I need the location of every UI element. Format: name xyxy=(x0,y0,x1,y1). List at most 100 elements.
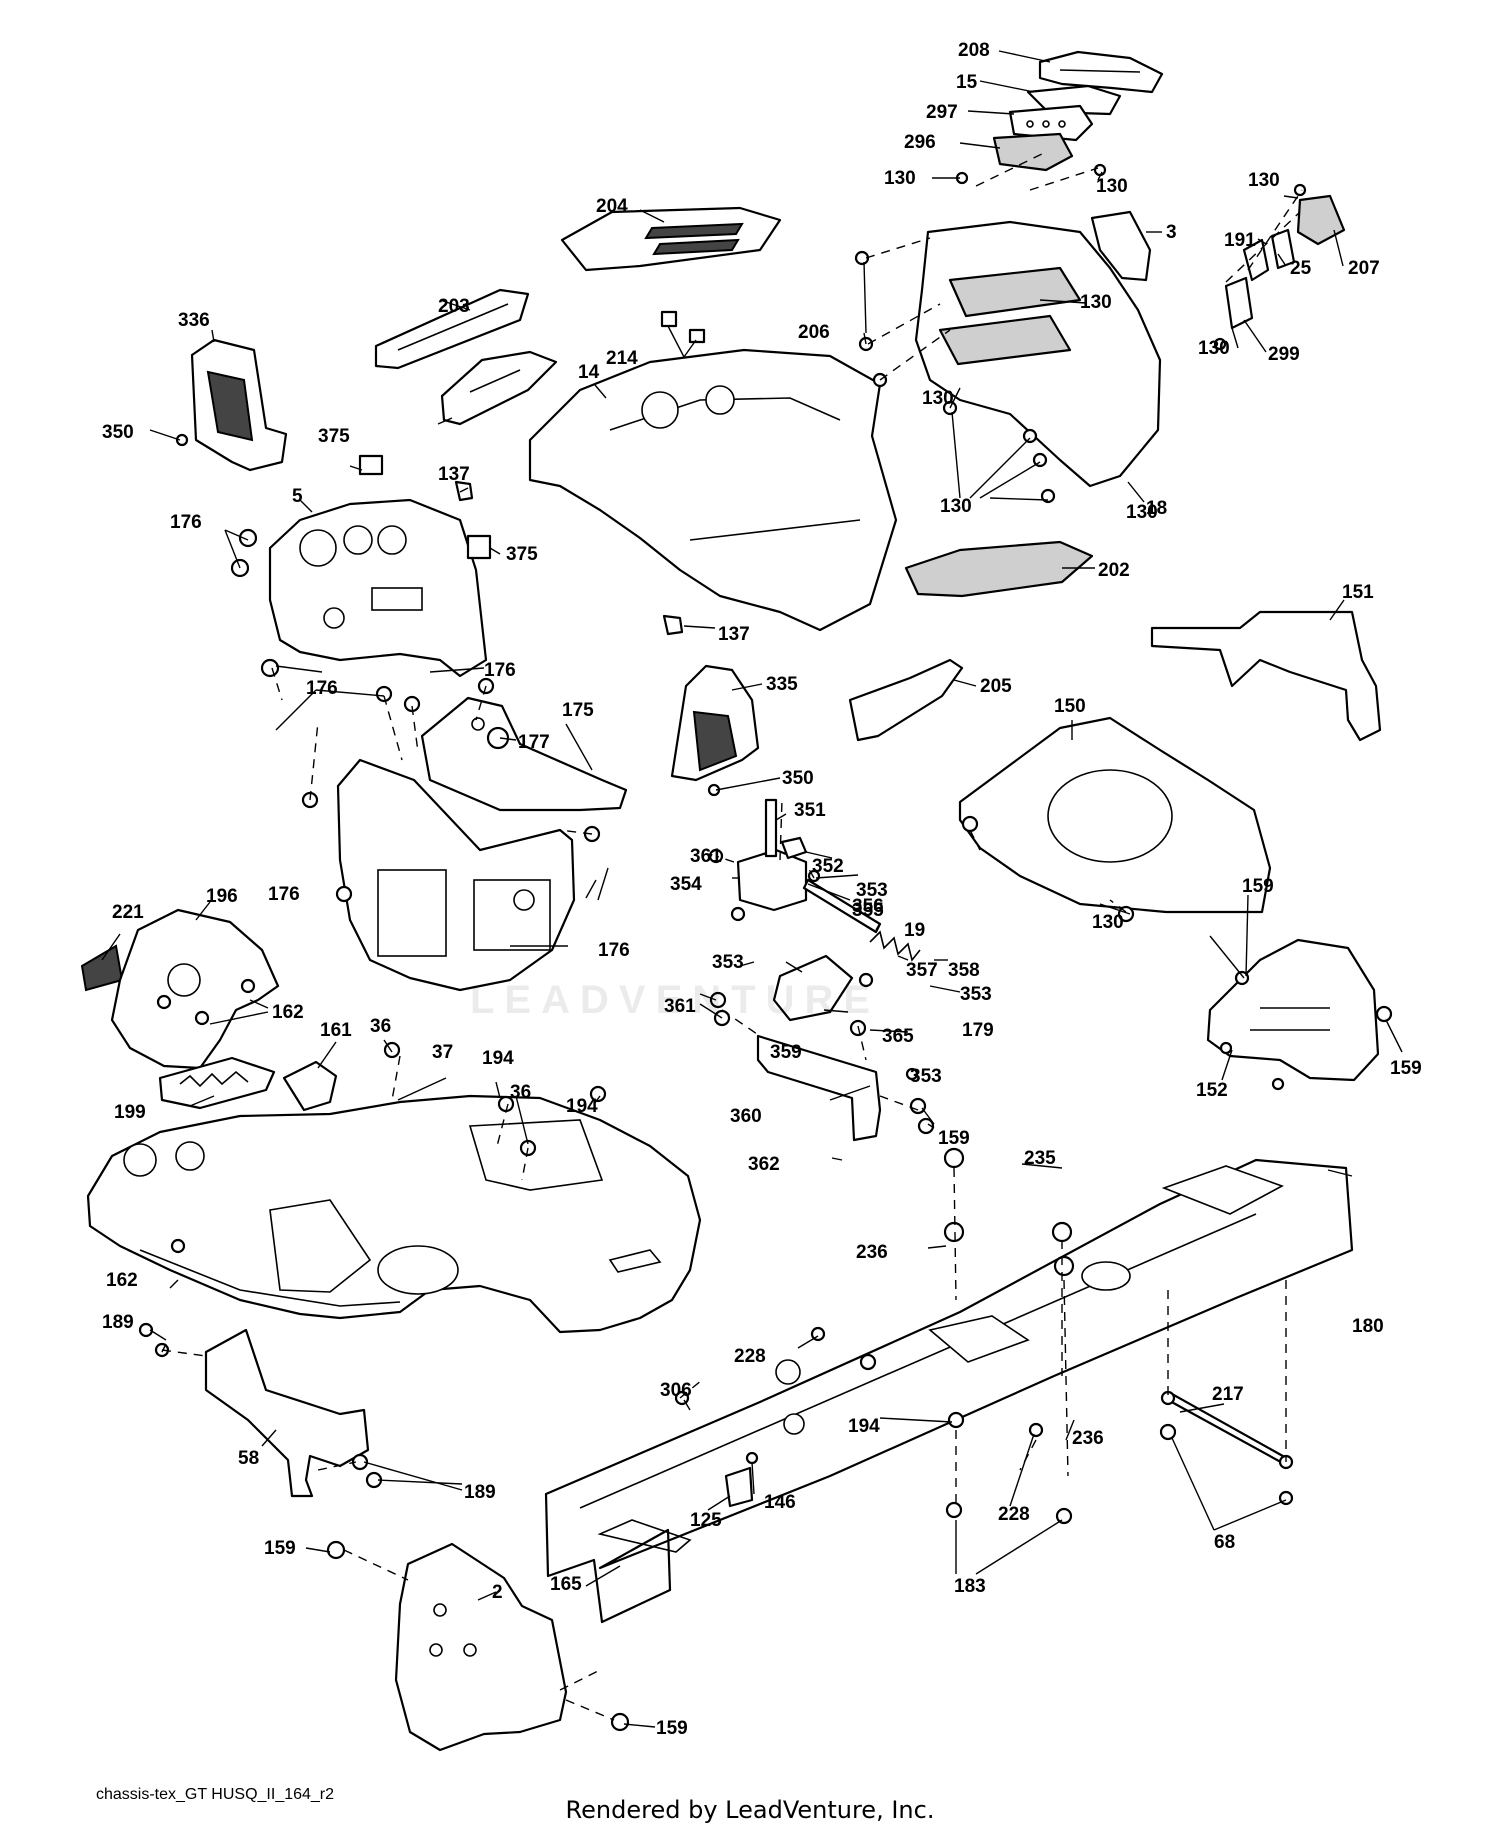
part-177 xyxy=(486,726,510,750)
callout: 365 xyxy=(882,1026,914,1047)
callout: 58 xyxy=(238,1448,259,1469)
callout: 228 xyxy=(734,1346,766,1367)
callout: 353 xyxy=(910,1066,942,1087)
callout: 335 xyxy=(766,674,798,695)
part-356 xyxy=(802,878,882,934)
callout: 130 xyxy=(922,388,954,409)
part-203 xyxy=(374,288,530,370)
part-199 xyxy=(158,1056,276,1110)
callout: 159 xyxy=(656,1718,688,1739)
part-151 xyxy=(1150,610,1382,742)
part-14 xyxy=(528,348,898,632)
part-175 xyxy=(420,696,628,812)
callout: 208 xyxy=(958,40,990,61)
callout: 361 xyxy=(690,846,722,867)
callout: 236 xyxy=(1072,1428,1104,1449)
callout: 150 xyxy=(1054,696,1086,717)
callout-labels: 208 15 297 296 130 130 130 3 191 207 25 … xyxy=(102,40,1422,1739)
callout: 297 xyxy=(926,102,958,123)
part-375-lower xyxy=(466,534,492,560)
part-180 xyxy=(544,1158,1354,1624)
callout: 161 xyxy=(320,1020,352,1041)
part-125 xyxy=(724,1466,754,1508)
callout: 137 xyxy=(438,464,470,485)
part-37 xyxy=(86,1094,702,1334)
callout: 18 xyxy=(1146,498,1167,519)
callout: 130 xyxy=(1198,338,1230,359)
callout: 183 xyxy=(954,1576,986,1597)
part-204 xyxy=(560,206,782,272)
callout: 357 xyxy=(906,960,938,981)
callout: 175 xyxy=(562,700,594,721)
callout: 236 xyxy=(856,1242,888,1263)
part-351 xyxy=(764,798,778,858)
callout: 130 xyxy=(884,168,916,189)
callout: 203 xyxy=(438,296,470,317)
callout: 299 xyxy=(1268,344,1300,365)
callout: 179 xyxy=(962,1020,994,1041)
callout: 204 xyxy=(596,196,628,217)
callout: 130 xyxy=(940,496,972,517)
part-221 xyxy=(80,944,124,992)
callout: 356 xyxy=(852,896,884,917)
part-205 xyxy=(848,658,964,742)
callout: 355 xyxy=(852,900,884,921)
callout: 36 xyxy=(370,1016,391,1037)
part-206 xyxy=(440,350,558,426)
callout: 191 xyxy=(1224,230,1256,251)
callout: 362 xyxy=(748,1154,780,1175)
callout: 214 xyxy=(606,348,638,369)
callout: 146 xyxy=(764,1492,796,1513)
callout: 221 xyxy=(112,902,144,923)
callout: 2 xyxy=(492,1582,503,1603)
assembly-lines xyxy=(161,151,1303,1721)
part-360 xyxy=(756,1034,882,1142)
leader-lines xyxy=(101,50,1403,1728)
callout: 176 xyxy=(170,512,202,533)
callout: 36 xyxy=(510,1082,531,1103)
callout: 14 xyxy=(578,362,600,383)
part-357 xyxy=(869,930,921,962)
callout: 159 xyxy=(1390,1058,1422,1079)
part-137-upper xyxy=(454,480,474,502)
callout: 353 xyxy=(960,984,992,1005)
callout: 162 xyxy=(106,1270,138,1291)
callout: 205 xyxy=(980,676,1012,697)
callout: 25 xyxy=(1290,258,1312,279)
fasteners xyxy=(138,163,1393,1732)
callout: 130 xyxy=(1092,912,1124,933)
callout: 176 xyxy=(268,884,300,905)
part-165 xyxy=(597,1519,692,1553)
callout: 165 xyxy=(550,1574,582,1595)
callout: 199 xyxy=(114,1102,146,1123)
callout: 189 xyxy=(102,1312,134,1333)
callout: 206 xyxy=(798,322,830,343)
callout: 353 xyxy=(856,880,888,901)
callout: 137 xyxy=(718,624,750,645)
callout: 68 xyxy=(1214,1532,1235,1553)
callout: 350 xyxy=(102,422,134,443)
callout: 19 xyxy=(904,920,925,941)
part-152 xyxy=(1206,938,1380,1082)
callout: 176 xyxy=(306,678,338,699)
callout: 15 xyxy=(956,72,978,93)
part-202 xyxy=(904,540,1094,598)
callout: 207 xyxy=(1348,258,1380,279)
callout: 306 xyxy=(660,1380,692,1401)
callout: 180 xyxy=(1352,1316,1384,1337)
part-375-upper xyxy=(358,454,384,476)
part-296 xyxy=(992,132,1074,172)
callout: 130 xyxy=(1126,502,1158,523)
part-354 xyxy=(736,848,808,912)
part-299 xyxy=(1224,276,1254,330)
callout: 159 xyxy=(264,1538,296,1559)
render-credit: Rendered by LeadVenture, Inc. xyxy=(565,1796,935,1824)
callout: 37 xyxy=(432,1042,453,1063)
diagram-id: chassis-tex_GT HUSQ_II_164_r2 xyxy=(96,1786,335,1803)
part-214 xyxy=(660,310,678,328)
callout: 159 xyxy=(1242,876,1274,897)
callout: 152 xyxy=(1196,1080,1228,1101)
callout: 358 xyxy=(948,960,980,981)
callout: 196 xyxy=(206,886,238,907)
